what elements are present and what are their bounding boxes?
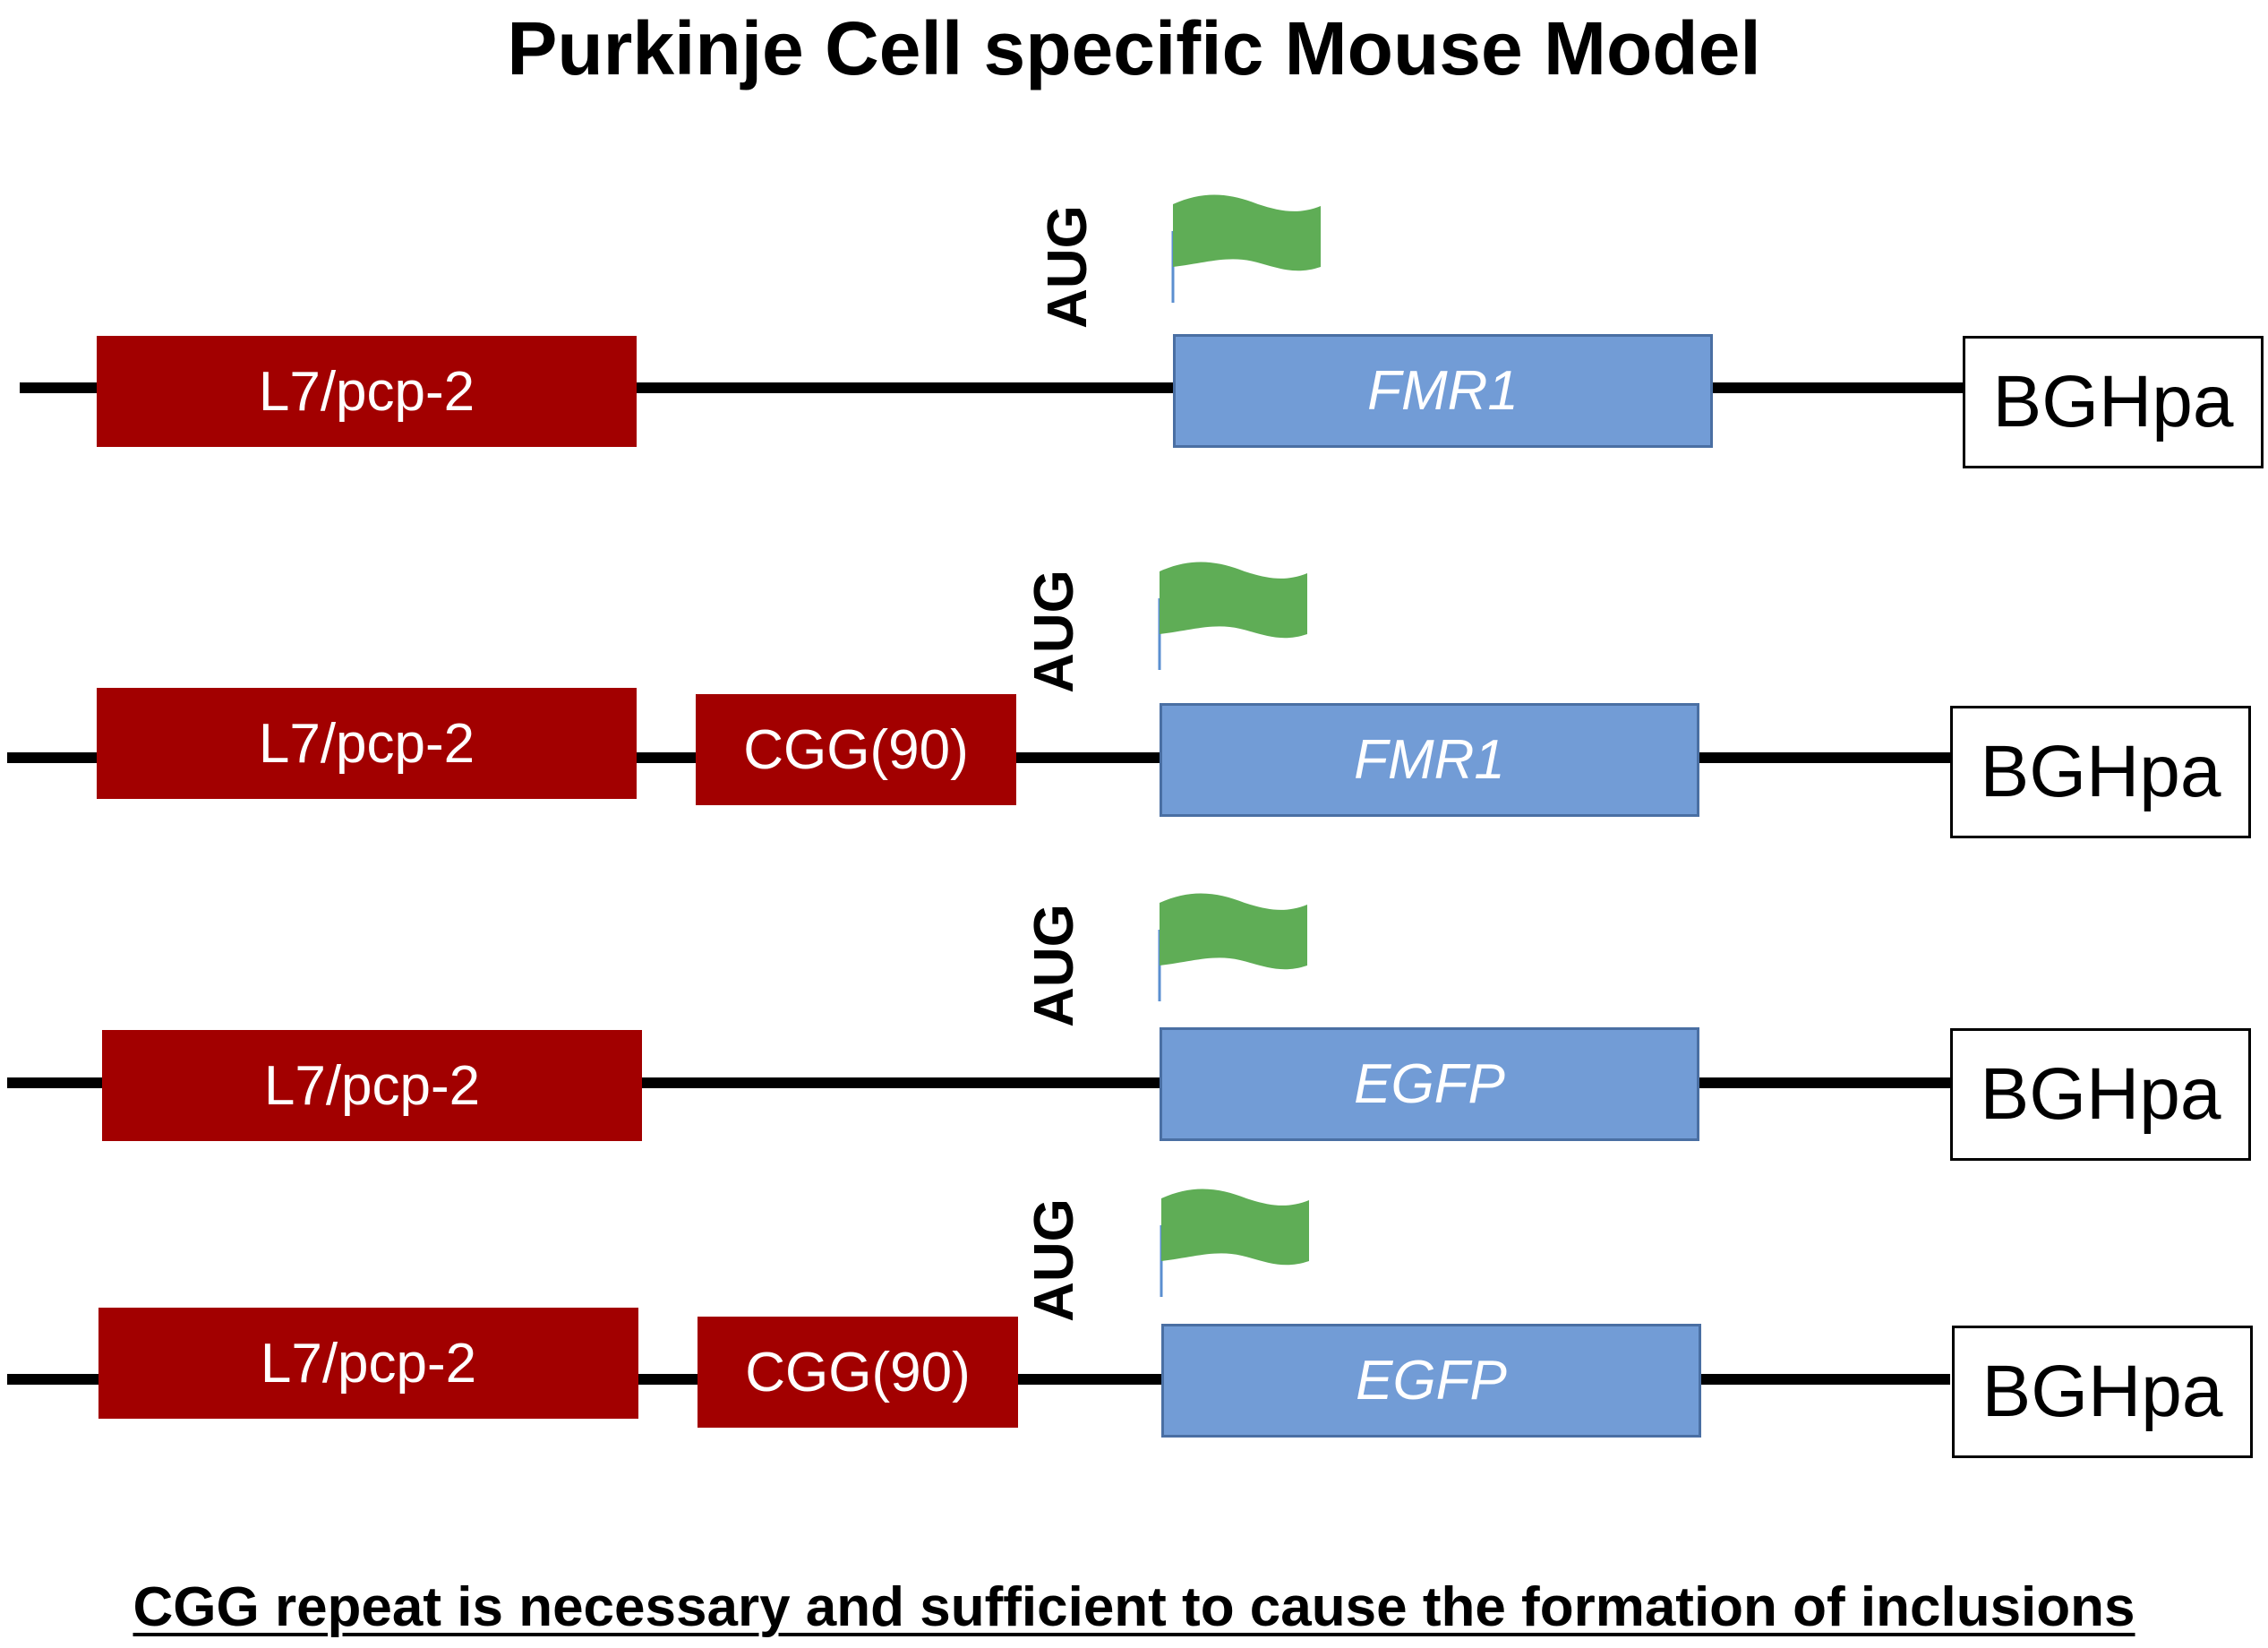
gene-box: EGFP <box>1161 1324 1701 1438</box>
terminator-box: BGHpa <box>1950 1028 2251 1161</box>
start-codon-label: AUG <box>1023 1198 1085 1322</box>
start-codon-label: AUG <box>1037 205 1099 329</box>
gene-box: FMR1 <box>1160 703 1699 817</box>
gene-box: FMR1 <box>1173 334 1713 448</box>
start-codon-label: AUG <box>1023 570 1085 693</box>
cgg-repeat-box: CGG(90) <box>698 1317 1018 1428</box>
page-title: Purkinje Cell specific Mouse Model <box>507 6 1761 90</box>
construct-1: L7/pcp-2 AUG FMR1 BGHpa <box>0 170 2268 468</box>
conclusion-text: CGG repeat is necessary and sufficient t… <box>133 1576 2135 1638</box>
promoter-box: L7/pcp-2 <box>102 1030 642 1141</box>
construct-4: L7/pcp-2 CGG(90) AUG EGFP BGHpa <box>0 1164 2268 1458</box>
gene-box: EGFP <box>1160 1027 1699 1141</box>
start-codon-label: AUG <box>1023 904 1085 1027</box>
promoter-box: L7/pcp-2 <box>97 336 637 447</box>
terminator-box: BGHpa <box>1950 706 2251 838</box>
cgg-repeat-box: CGG(90) <box>696 694 1016 805</box>
conclusion-caption: CGG repeat is necessary and sufficient t… <box>0 1572 2268 1644</box>
green-flag-icon <box>1158 893 1307 1001</box>
green-flag-icon <box>1171 194 1321 303</box>
construct-2: L7/pcp-2 CGG(90) AUG FMR1 BGHpa <box>0 537 2268 838</box>
green-flag-icon <box>1160 1189 1309 1297</box>
promoter-box: L7/pcp-2 <box>97 688 637 799</box>
green-flag-icon <box>1158 562 1307 670</box>
terminator-box: BGHpa <box>1952 1326 2253 1458</box>
construct-3: L7/pcp-2 AUG EGFP BGHpa <box>0 869 2268 1161</box>
promoter-box: L7/pcp-2 <box>98 1308 638 1419</box>
terminator-box: BGHpa <box>1963 336 2264 468</box>
